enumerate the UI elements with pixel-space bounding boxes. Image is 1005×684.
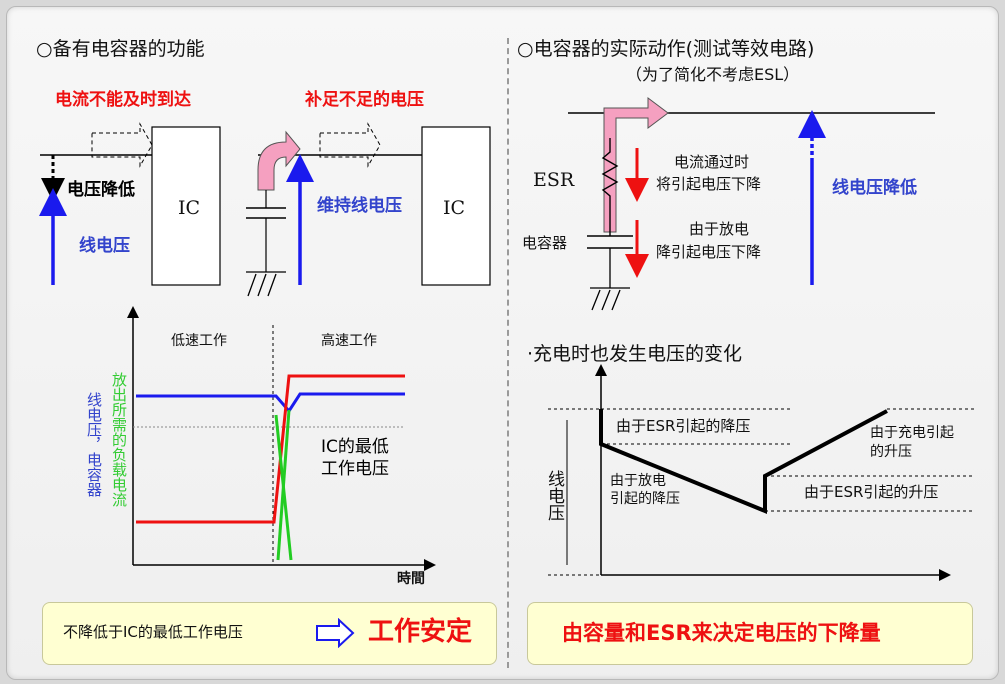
dashed-flow-arrow-right: [319, 122, 381, 168]
ic-label-left: IC: [178, 197, 201, 219]
min-voltage-label-1: IC的最低: [321, 437, 389, 457]
ground-symbol-right: [590, 287, 630, 311]
slide-panel: [6, 6, 999, 680]
circle-bullet-icon: ○: [36, 38, 53, 60]
left-y-label-load: 放出所需的负载电流: [110, 372, 128, 507]
charge-annotation-2: 的升压: [870, 444, 912, 460]
esr-note-line1: 电流通过时: [674, 153, 750, 171]
line-voltage-label: 线电压: [79, 236, 130, 256]
right-subheading: （为了简化不考虑ESL）: [626, 65, 800, 84]
esr-note-line2: 将引起电压下降: [656, 175, 762, 193]
capacitor-label: 电容器: [522, 234, 568, 252]
load-current-trace: [136, 374, 405, 524]
esr-drop-annotation: 由于ESR引起的降压: [616, 417, 751, 435]
right-chart-y-label: 线电压: [544, 470, 564, 521]
esr-rise-annotation: 由于ESR引起的升压: [804, 483, 939, 501]
stable-operation-label: 工作安定: [368, 617, 473, 647]
circle-bullet-icon: ○: [517, 38, 534, 60]
charge-annotation-1: 由于充电引起: [870, 425, 954, 441]
high-speed-label: 高速工作: [321, 333, 377, 349]
line-voltage-drop-label: 线电压降低: [832, 178, 917, 198]
voltage-waveform: [599, 409, 888, 514]
discharge-annotation-2: 引起的降压: [610, 491, 680, 507]
capacitor-current-fall: [274, 414, 293, 561]
time-axis-label: 時間: [397, 571, 425, 587]
right-summary-text: 由容量和ESR来决定电压的下降量: [562, 621, 881, 645]
center-divider: [507, 38, 509, 668]
maintain-voltage-label: 维持线电压: [317, 196, 402, 216]
dashed-flow-arrow-left: [91, 122, 153, 168]
right-heading: ○电容器的实际动作(测试等效电路): [517, 38, 815, 60]
left-heading: ○备有电容器的功能: [36, 38, 205, 60]
left-summary-text: 不降低于IC的最低工作电压: [63, 623, 243, 641]
line-voltage-trace: [136, 392, 405, 414]
capacitor-supply-arrow: [257, 130, 301, 191]
low-speed-label: 低速工作: [171, 333, 227, 349]
ic-block-left: [151, 126, 221, 286]
ic-block-right: [421, 126, 491, 286]
supply-shortfall-label: 补足不足的电压: [305, 90, 424, 110]
ground-symbol-left: [246, 271, 286, 297]
discharge-note-line2: 降引起电压下降: [656, 243, 762, 261]
esr-resistor: [601, 138, 619, 236]
right-summary-box: 由容量和ESR来决定电压的下降量: [527, 602, 973, 665]
discharge-annotation-1: 由于放电: [610, 473, 666, 489]
right-chart-guides: [548, 408, 975, 576]
current-not-in-time-label: 电流不能及时到达: [55, 90, 191, 110]
left-summary-box: 不降低于IC的最低工作电压 工作安定: [42, 602, 497, 665]
esr-label: ESR: [533, 169, 575, 191]
min-voltage-label-2: 工作电压: [321, 459, 389, 479]
ic-label-right: IC: [443, 197, 466, 219]
right-arrow-icon: [316, 618, 355, 648]
right-chart-heading: ·充电时也发生电压的变化: [527, 343, 743, 365]
discharge-note-line1: 由于放电: [689, 220, 750, 238]
left-y-label-voltage: 线电压，电容器: [85, 392, 103, 497]
voltage-drop-label: 电压降低: [67, 180, 135, 200]
